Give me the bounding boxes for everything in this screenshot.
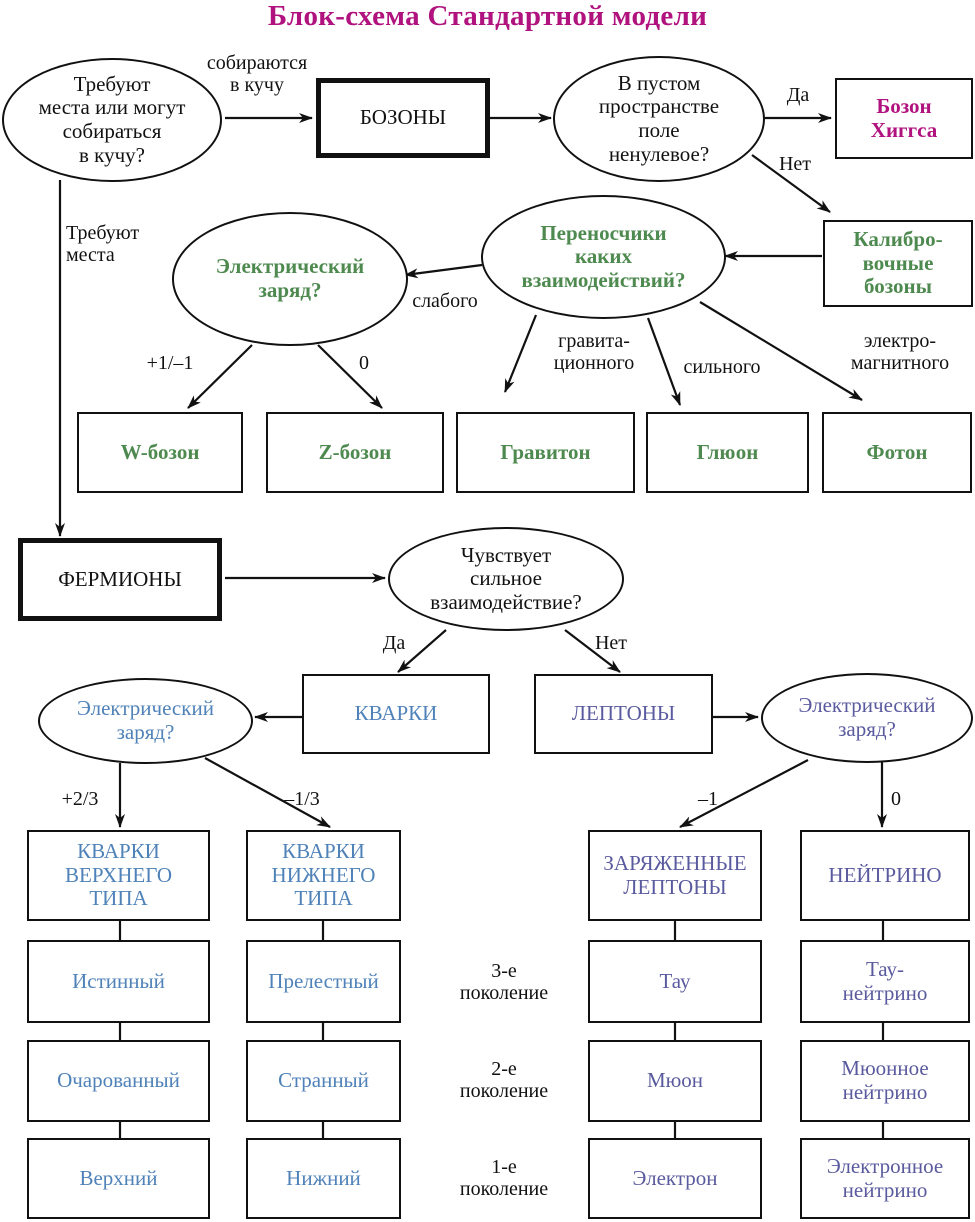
graviton-box: Гравитон xyxy=(456,412,635,493)
electron-neutrino-box: Электронное нейтрино xyxy=(800,1138,970,1219)
leptons-box: ЛЕПТОНЫ xyxy=(534,674,713,754)
muon-box: Мюон xyxy=(588,1040,762,1122)
arrow-strong-to-quarks xyxy=(397,629,447,673)
quarks-box: КВАРКИ xyxy=(302,674,490,754)
gluon-box: Глюон xyxy=(646,412,809,493)
higgs-boson-box: Бозон Хиггса xyxy=(835,78,973,159)
arrow-to-w-boson xyxy=(187,344,253,409)
label-gravitational: гравита- ционного xyxy=(553,330,635,374)
vacuum-field-question-ellipse: В пустом пространстве поле ненулевое? xyxy=(553,56,765,182)
label-yes-higgs: Да xyxy=(786,84,810,106)
charged-leptons-box: ЗАРЯЖЕННЫЕ ЛЕПТОНЫ xyxy=(588,830,762,921)
label-electromagnetic: электро- магнитного xyxy=(850,330,950,374)
diagram-title: Блок-схема Стандартной модели xyxy=(267,0,708,32)
label-zero-neutrino: 0 xyxy=(891,788,901,810)
charm-quark-box: Очарованный xyxy=(27,1040,210,1122)
label-strong: сильного xyxy=(683,356,761,378)
label-generation-3: 3-е поколение xyxy=(459,960,549,1004)
arrow-to-z-boson xyxy=(317,344,383,409)
arrow-carrier-to-weak-charge xyxy=(404,263,483,279)
down-quark-box: Нижний xyxy=(246,1138,401,1219)
quark-charge-question-ellipse: Электрический заряд? xyxy=(38,678,253,764)
label-need-space: Требуют места xyxy=(66,222,140,266)
photon-box: Фотон xyxy=(822,412,972,493)
lepton-charge-question-ellipse: Электрический заряд? xyxy=(761,673,973,763)
strong-interaction-question-ellipse: Чувствует сильное взаимодействие? xyxy=(388,527,624,631)
gauge-bosons-box: Калибро- вочные бозоны xyxy=(823,220,973,307)
carrier-question-ellipse: Переносчики каких взаимодействий? xyxy=(481,195,726,319)
electron-box: Электрон xyxy=(588,1138,762,1219)
w-boson-box: W-бозон xyxy=(77,412,243,493)
label-generation-2: 2-е поколение xyxy=(459,1058,549,1102)
strange-quark-box: Странный xyxy=(246,1040,401,1122)
label-plus-minus-one: +1/–1 xyxy=(146,352,194,374)
label-minus-one-third: –1/3 xyxy=(284,788,320,810)
tau-box: Тау xyxy=(588,940,762,1023)
arrow-to-down-type xyxy=(204,757,331,828)
label-no-gauge: Нет xyxy=(778,153,812,175)
label-minus-one: –1 xyxy=(698,788,718,810)
top-quark-box: Истинный xyxy=(27,940,210,1023)
bottom-quark-box: Прелестный xyxy=(246,940,401,1023)
label-zero-z: 0 xyxy=(359,352,369,374)
label-plus-two-thirds: +2/3 xyxy=(61,788,99,810)
arrow-strong-to-leptons xyxy=(564,629,621,673)
tau-neutrino-box: Тау- нейтрино xyxy=(800,940,970,1023)
fermions-box: ФЕРМИОНЫ xyxy=(18,538,222,621)
muon-neutrino-box: Мюонное нейтрино xyxy=(800,1040,970,1122)
arrow-to-charged-leptons xyxy=(679,759,809,828)
label-no-leptons: Нет xyxy=(594,632,628,654)
label-generation-1: 1-е поколение xyxy=(459,1156,549,1200)
arrow-to-photon xyxy=(699,301,863,401)
arrow-to-gluon xyxy=(646,317,682,406)
weak-charge-question-ellipse: Электрический заряд? xyxy=(172,212,408,346)
arrow-to-graviton xyxy=(503,314,538,393)
label-clump: собираются в кучу xyxy=(206,52,308,96)
arrow-vacuum-to-gauge xyxy=(751,154,831,213)
up-quark-box: Верхний xyxy=(27,1138,210,1219)
z-boson-box: Z-бозон xyxy=(266,412,444,493)
neutrinos-box: НЕЙТРИНО xyxy=(800,830,970,921)
bosons-box: БОЗОНЫ xyxy=(316,78,490,158)
root-question-ellipse: Требуют места или могут собираться в куч… xyxy=(2,58,222,182)
up-type-quarks-box: КВАРКИ ВЕРХНЕГО ТИПА xyxy=(27,830,210,921)
label-yes-quarks: Да xyxy=(382,632,406,654)
down-type-quarks-box: КВАРКИ НИЖНЕГО ТИПА xyxy=(246,830,401,921)
label-weak: слабого xyxy=(412,290,478,312)
